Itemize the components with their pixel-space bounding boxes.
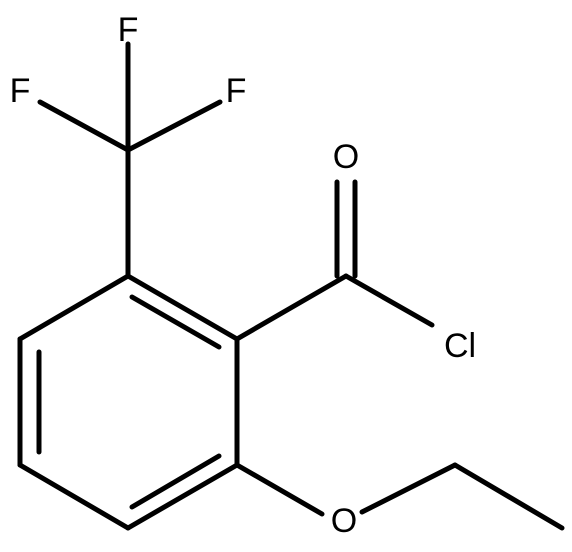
atom-label-o-carbonyl: O (333, 138, 359, 176)
ring-bond-6 (17, 273, 131, 342)
bond-ch2-ch3 (452, 462, 565, 531)
atom-label-o-ether: O (331, 502, 357, 540)
bond-ring-o (234, 462, 325, 517)
ring-bond-3 (125, 462, 240, 531)
ring-bond-4 (17, 462, 131, 531)
bond-o-ch2 (359, 462, 458, 515)
bond-ring-carbonyl (234, 273, 349, 342)
atom-label-cl: Cl (444, 327, 476, 365)
bond-c-f-left (37, 99, 131, 153)
bond-c-f-right (125, 99, 223, 153)
ring-bond-1-inner (129, 294, 222, 350)
atom-label-f-left: F (10, 72, 31, 110)
atom-label-f-top: F (118, 11, 139, 49)
ring-bond-3-inner (129, 453, 222, 510)
atom-label-f-right: F (226, 72, 247, 110)
bond-c-cl (343, 273, 435, 328)
ring-bond-1 (125, 273, 240, 342)
